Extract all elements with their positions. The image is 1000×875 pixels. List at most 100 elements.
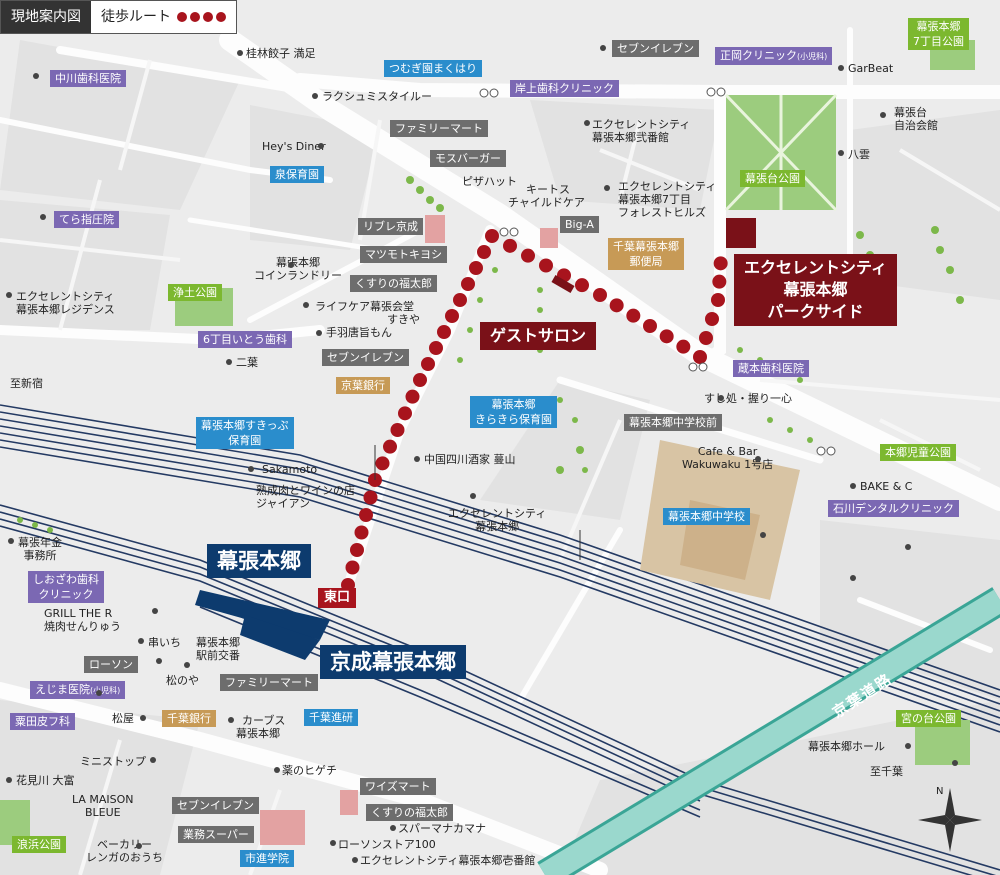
property-name-box[interactable]: エクセレントシティ 幕張本郷 パークサイド — [734, 254, 898, 326]
poi-kusuri-2[interactable]: くすりの福太郎 — [366, 804, 453, 821]
poi-jodo-park[interactable]: 浄土公園 — [168, 284, 222, 301]
east-exit-label[interactable]: 東口 — [318, 588, 357, 608]
poi-ejima-name: えじま医院 — [35, 683, 90, 696]
label-coin: 幕張本郷コインランドリー — [254, 256, 342, 282]
ex2-line: エクセレントシティ — [592, 118, 691, 131]
label-bake: BAKE & C — [860, 480, 913, 493]
label-keirin: 桂林餃子 満足 — [246, 47, 316, 60]
poi-tsumugien[interactable]: つむぎ園まくはり — [384, 60, 482, 77]
poi-dot — [288, 262, 294, 268]
label-biga[interactable]: Big-A — [560, 216, 599, 233]
property-site[interactable] — [726, 218, 756, 248]
route-dot — [676, 339, 691, 354]
keisei-station-label[interactable]: 京成幕張本郷 — [320, 645, 466, 679]
poi-sukippu[interactable]: 幕張本郷すきっぷ保育園 — [196, 417, 294, 449]
poi-seven-mid[interactable]: セブンイレブン — [322, 349, 409, 366]
label-curves: カーブス幕張本郷 — [236, 714, 285, 740]
label-bakery: ベーカリーレンガのおうち — [86, 838, 163, 864]
poi-kusuri-1[interactable]: くすりの福太郎 — [350, 275, 437, 292]
exres-line: 幕張本郷レジデンス — [16, 303, 115, 316]
route-dot — [626, 308, 641, 323]
route-dot — [713, 256, 728, 271]
route-dot — [390, 423, 405, 437]
poi-seven-low[interactable]: セブンイレブン — [172, 797, 259, 814]
route-dot — [469, 261, 483, 275]
curves-line: カーブス — [242, 714, 286, 727]
route-dot — [575, 278, 589, 293]
route-dot — [359, 508, 373, 522]
jichikai-line: 自治会館 — [894, 119, 938, 132]
route-dot — [477, 245, 491, 259]
poi-dot — [880, 112, 886, 118]
poi-hongo-park[interactable]: 本郷児童公園 — [880, 444, 956, 461]
poi-gyomu[interactable]: 業務スーパー — [178, 826, 254, 843]
route-dot — [693, 350, 707, 364]
poi-familymart-1[interactable]: ファミリーマート — [390, 120, 488, 137]
poi-izumi[interactable]: 泉保育園 — [270, 166, 324, 183]
poi-shishin[interactable]: 市進学院 — [240, 850, 294, 867]
label-mini: ミニストップ — [80, 755, 146, 768]
poi-ishikawa[interactable]: 石川デンタルクリニック — [828, 500, 959, 517]
poi-jhs-stop[interactable]: 幕張本郷中学校前 — [624, 414, 722, 431]
poi-dot — [604, 185, 610, 191]
guest-salon-site[interactable] — [551, 275, 575, 293]
jr-station-label[interactable]: 幕張本郷 — [207, 544, 311, 578]
koban-line: 駅前交番 — [196, 649, 240, 662]
poi-lawson[interactable]: ローソン — [84, 656, 138, 673]
poi-seven-top[interactable]: セブンイレブン — [612, 40, 699, 57]
poi-dot — [390, 825, 396, 831]
nenkin-line: 幕張年金 — [18, 536, 62, 549]
poi-nakagawa[interactable]: 中川歯科医院 — [50, 70, 126, 87]
poi-dot — [248, 466, 254, 472]
label-exnear: エクセレントシティ幕張本郷 — [448, 507, 546, 533]
poi-matsukiyo[interactable]: マツモトキヨシ — [360, 246, 447, 263]
poi-wise[interactable]: ワイズマート — [360, 778, 436, 795]
map-legend: 現地案内図 徒歩ルート — [0, 0, 237, 34]
poi-ejima[interactable]: えじま医院(小児科) — [30, 681, 126, 699]
poi-dot — [330, 840, 336, 846]
poi-dot — [838, 150, 844, 156]
nenkin-line: 事務所 — [23, 549, 57, 562]
poi-dot — [237, 50, 243, 56]
label-teba: 手羽唐旨もん — [326, 326, 392, 339]
poi-miyanodai-park[interactable]: 宮の台公園 — [896, 710, 961, 727]
label-jyukusei: 熟成肉とワインの店ジャイアン — [256, 484, 355, 510]
poi-kirakira[interactable]: 幕張本郷きらきら保育園 — [470, 396, 557, 428]
label-ex2: エクセレントシティ幕張本郷弐番館 — [592, 118, 690, 144]
label-kushi: 串いち — [148, 636, 181, 649]
poi-shiozawa[interactable]: しおざわ歯科クリニック — [28, 571, 104, 603]
poi-post-office[interactable]: 千葉幕張本郷郵便局 — [608, 238, 684, 270]
exnear-line: 幕張本郷 — [475, 520, 520, 533]
route-dot — [375, 456, 390, 471]
legend-route-label: 徒歩ルート — [101, 9, 171, 25]
poi-mos[interactable]: モスバーガー — [430, 150, 506, 167]
poi-kuramoto[interactable]: 蔵本歯科医院 — [733, 360, 809, 377]
kids-line: キートス — [526, 183, 570, 196]
guest-salon-label[interactable]: ゲストサロン — [480, 322, 597, 350]
route-dot — [659, 329, 674, 344]
poi-dot — [33, 73, 39, 79]
poi-hamanami-park[interactable]: 浪浜公園 — [12, 836, 66, 853]
poi-terayubi[interactable]: てら指圧院 — [54, 211, 119, 228]
poi-familymart-2[interactable]: ファミリーマート — [220, 674, 318, 691]
poi-keiyo-bank[interactable]: 京葉銀行 — [336, 377, 390, 394]
poi-itou[interactable]: 6丁目いとう歯科 — [198, 331, 292, 348]
poi-masaoka[interactable]: 正岡クリニック(小児科) — [715, 47, 833, 65]
route-dot — [437, 325, 451, 339]
legend-title: 現地案内図 — [1, 1, 91, 33]
poi-chiba-shinken[interactable]: 千葉進研 — [304, 709, 358, 726]
poi-libre[interactable]: リブレ京成 — [358, 218, 423, 235]
poi-chiba-bank[interactable]: 千葉銀行 — [162, 710, 216, 727]
compass-rose-icon: N — [918, 786, 982, 852]
maison-line: LA MAISON — [72, 793, 134, 806]
bakery-line: ベーカリー — [97, 838, 152, 851]
poi-makuharidai-park[interactable]: 幕張台公園 — [740, 170, 805, 187]
poi-jhs[interactable]: 幕張本郷中学校 — [663, 508, 750, 525]
poi-awata[interactable]: 粟田皮フ科 — [10, 713, 75, 730]
poi-kishigami[interactable]: 岸上歯科クリニック — [510, 80, 619, 97]
label-yakumo: 八雲 — [848, 148, 870, 161]
exnear-line: エクセレントシティ — [448, 507, 547, 520]
